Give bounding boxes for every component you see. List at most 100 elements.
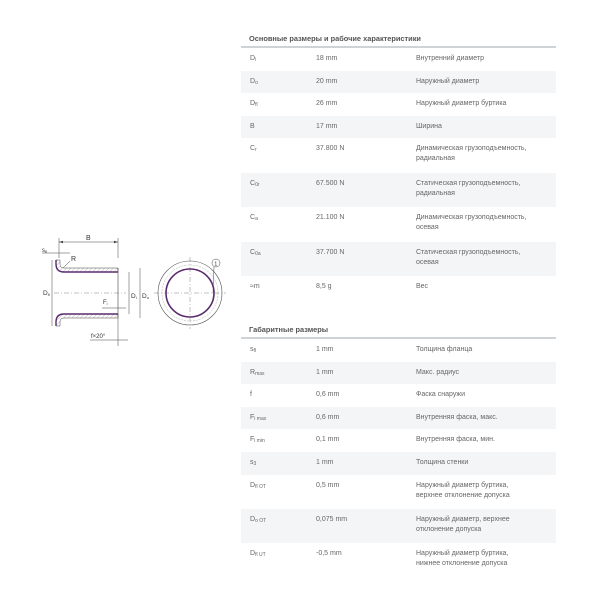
description-line: осевая <box>416 258 439 266</box>
flanged-bushing-drawing-icon: B sfl R Dfl Di Do Fi f×20° <box>42 235 226 346</box>
symbol: R <box>250 368 256 376</box>
symbol-subscript: a <box>255 216 258 223</box>
description-cell: Динамическая грузоподъемность, радиальная <box>416 144 556 164</box>
symbol-subscript: 3 <box>253 460 257 467</box>
svg-text:Do: Do <box>142 293 150 300</box>
table-row: Dfl 26 mm Наружный диаметр буртика <box>241 93 556 116</box>
value-cell: 0,5 mm <box>316 481 340 489</box>
symbol-cell: f <box>241 391 316 398</box>
symbol-subscript: r <box>255 147 257 154</box>
symbol: F <box>250 436 255 444</box>
svg-text:1: 1 <box>214 261 217 267</box>
value-cell: 0,6 mm <box>316 391 340 399</box>
value-cell: 26 mm <box>316 100 338 108</box>
description-line: Динамическая грузоподъемность, <box>416 145 527 153</box>
symbol-subscript: fl OT <box>255 483 266 490</box>
symbol-cell: Dfl OT <box>241 482 316 490</box>
symbol-subscript: 0r <box>255 181 260 188</box>
symbol: C <box>250 214 256 222</box>
description-cell: Толщина стенки <box>416 458 556 468</box>
symbol-subscript: fl <box>255 102 258 109</box>
description-line: Наружный диаметр буртика <box>416 100 507 108</box>
symbol-cell: Do <box>241 78 316 86</box>
symbol-cell: B <box>241 123 316 130</box>
section-divider <box>241 46 556 48</box>
svg-text:Fi: Fi <box>103 300 108 306</box>
section-divider <box>241 337 556 339</box>
symbol-cell: C0a <box>241 249 316 257</box>
description-line: Внутренний диаметр <box>416 55 484 62</box>
description-line: Динамическая грузоподъемность, <box>416 214 527 222</box>
symbol: D <box>250 77 256 85</box>
symbol: C <box>250 179 256 187</box>
value-cell: 20 mm <box>316 77 338 85</box>
symbol-cell: Rmax <box>241 369 316 377</box>
description-line: Толщина фланца <box>416 346 473 353</box>
section-title: Габаритные размеры <box>249 325 329 334</box>
description-cell: Внутренняя фаска, макс. <box>416 413 556 423</box>
symbol: F <box>250 413 255 421</box>
symbol: C <box>250 145 256 153</box>
symbol-cell: s3 <box>241 459 316 467</box>
symbol-cell: Di <box>241 55 316 63</box>
svg-text:B: B <box>86 235 91 242</box>
description-line: верхнее отклонение допуска <box>416 491 510 499</box>
description-line: Внутренняя фаска, макс. <box>416 413 498 421</box>
value-cell: 18 mm <box>316 55 338 62</box>
symbol-subscript: o <box>255 79 258 86</box>
value-cell: 0,1 mm <box>316 436 340 444</box>
symbol: s <box>250 458 254 466</box>
description-line: Наружный диаметр буртика, <box>416 481 509 489</box>
symbol: C <box>250 248 256 256</box>
value-cell: 0,6 mm <box>316 413 340 421</box>
description-line: отклонение допуска <box>416 525 482 533</box>
value-cell: 21.100 N <box>316 214 345 222</box>
description-cell: Фаска снаружи <box>416 390 556 400</box>
description-cell: Наружный диаметр буртика, верхнее отклоне… <box>416 481 556 501</box>
description-cell: Ширина <box>416 122 556 132</box>
description-line: нижнее отклонение допуска <box>416 560 508 568</box>
description-line: Вес <box>416 282 429 290</box>
description-line: Внутренняя фаска, мин. <box>416 436 495 444</box>
symbol-subscript: i min <box>254 438 265 445</box>
symbol-cell: ≈m <box>241 283 316 290</box>
description-line: Статическая грузоподъемность, <box>416 179 521 187</box>
symbol: D <box>250 550 256 558</box>
symbol: ≈m <box>250 282 260 290</box>
symbol-cell: Fi min <box>241 436 316 444</box>
description-line: Наружный диаметр, верхнее <box>416 515 510 523</box>
symbol-cell: Do OT <box>241 516 316 524</box>
symbol: D <box>250 100 256 108</box>
description-cell: Внутренняя фаска, мин. <box>416 435 556 445</box>
value-cell: 37.700 N <box>316 248 345 256</box>
svg-text:Dfl: Dfl <box>43 290 50 297</box>
symbol-cell: Cr <box>241 145 316 153</box>
description-line: радиальная <box>416 155 455 163</box>
description-line: Фаска снаружи <box>416 391 466 399</box>
symbol-subscript: o OT <box>255 517 267 524</box>
symbol-cell: sfl <box>241 346 316 354</box>
value-cell: 37.800 N <box>316 145 345 153</box>
description-line: радиальная <box>416 189 455 197</box>
symbol-subscript: fl <box>253 348 257 354</box>
symbol: s <box>250 346 254 353</box>
description-line: Наружный диаметр буртика, <box>416 550 509 558</box>
description-cell: Наружный диаметр <box>416 77 556 87</box>
value-cell: 17 mm <box>316 122 338 130</box>
svg-text:sfl: sfl <box>42 248 47 254</box>
description-cell: Макс. радиус <box>416 368 556 378</box>
symbol-subscript: i <box>255 57 257 63</box>
symbol-subscript: 0a <box>255 250 261 257</box>
